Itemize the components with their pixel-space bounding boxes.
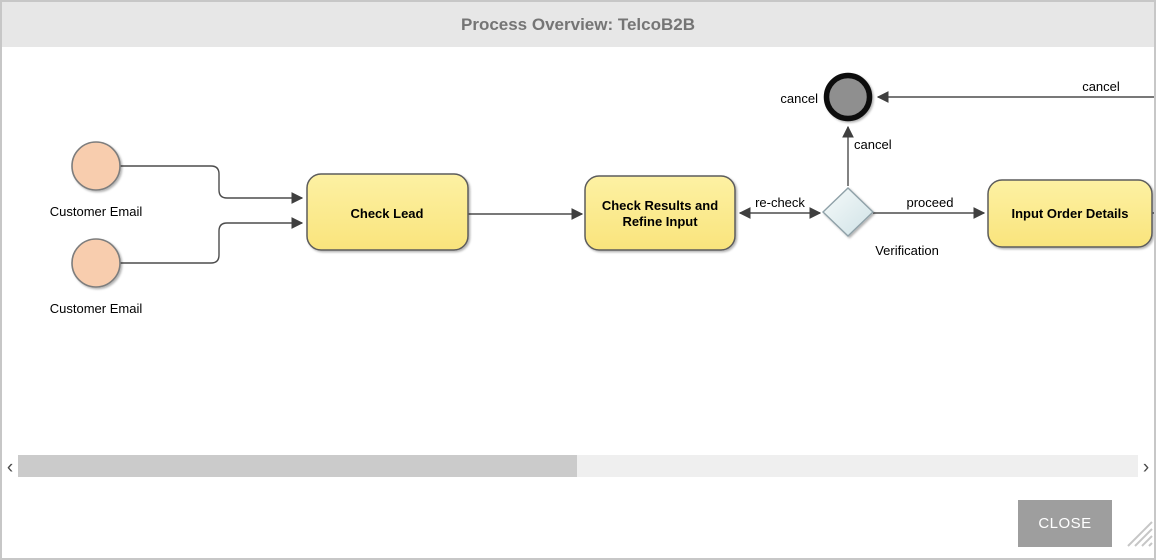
task-check-results[interactable]: [584, 175, 736, 251]
end-event-cancel-label: cancel: [780, 91, 818, 106]
dialog-title: Process Overview: TelcoB2B: [460, 14, 695, 34]
start-event-customer-email-2[interactable]: [71, 238, 121, 288]
horizontal-scrollbar-track[interactable]: [18, 455, 1138, 477]
flow-label-proceed: proceed: [907, 195, 954, 210]
start-event-2-label: Customer Email: [50, 301, 143, 316]
sequence-flows: [120, 91, 1154, 264]
gateway-verification-label: Verification: [875, 243, 939, 258]
end-event-cancel[interactable]: [823, 72, 873, 122]
dialog-titlebar[interactable]: Process Overview: TelcoB2B: [2, 2, 1154, 47]
chevron-left-icon: ‹: [6, 456, 14, 478]
horizontal-scrollbar-thumb[interactable]: [18, 455, 577, 477]
scroll-right-button[interactable]: ›: [1138, 455, 1154, 479]
start-event-customer-email-1[interactable]: [71, 141, 121, 191]
start-event-1-label: Customer Email: [50, 204, 143, 219]
close-button[interactable]: CLOSE: [1018, 500, 1112, 547]
resize-grip-icon[interactable]: [1120, 514, 1154, 548]
task-check-lead[interactable]: [306, 173, 469, 251]
flow-label-cancel-right: cancel: [1082, 79, 1120, 94]
flow-start2-to-checklead: [120, 217, 304, 264]
scroll-left-button[interactable]: ‹: [2, 455, 18, 479]
flow-label-recheck: re-check: [755, 195, 805, 210]
task-check-results-label-line2: Refine Input: [622, 214, 698, 229]
flow-label-cancel-up: cancel: [854, 137, 892, 152]
task-input-order-details[interactable]: [987, 179, 1153, 248]
chevron-right-icon: ›: [1142, 456, 1150, 478]
flow-start1-to-checklead: [120, 165, 304, 204]
gateway-verification[interactable]: [821, 187, 875, 237]
task-check-results-label-line1: Check Results and: [602, 198, 718, 213]
task-check-lead-label: Check Lead: [351, 206, 424, 221]
task-input-order-details-label: Input Order Details: [1011, 206, 1128, 221]
